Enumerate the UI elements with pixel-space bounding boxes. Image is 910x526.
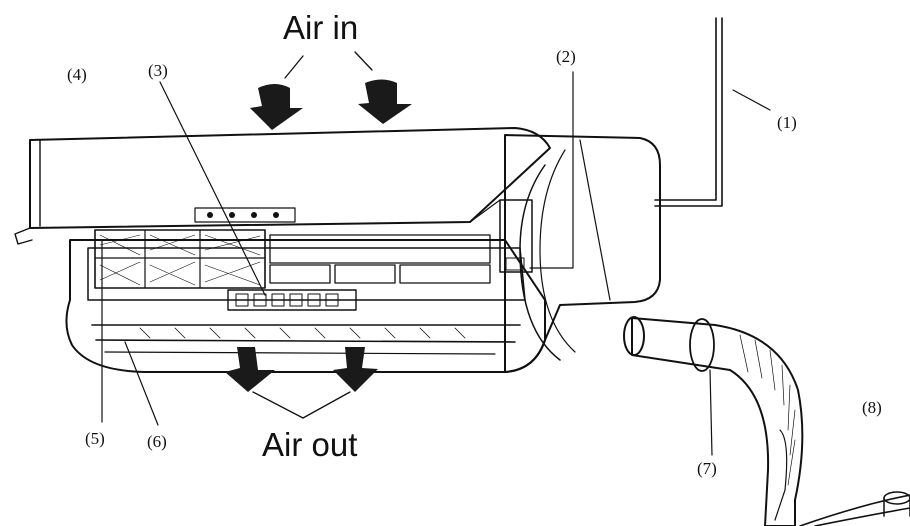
callout-8: (8) — [862, 398, 882, 417]
callout-2: (2) — [556, 47, 576, 66]
leader-lines — [101, 71, 771, 456]
callout-5: (5) — [85, 429, 105, 448]
air-out-label: Air out — [262, 426, 357, 463]
control-panel — [227, 289, 357, 311]
air-in-arrows — [250, 51, 412, 130]
front-panel — [14, 127, 551, 245]
bottom-pipe — [799, 491, 910, 526]
drain-hose — [623, 316, 804, 526]
air-in-arrow-right — [358, 79, 412, 124]
air-in-label: Air in — [283, 9, 358, 46]
callout-4: (4) — [67, 65, 87, 84]
air-in-arrow-left — [250, 84, 303, 130]
inner-panels — [269, 234, 491, 284]
air-out-arrows — [225, 347, 378, 419]
power-cord — [654, 17, 723, 207]
callout-1: (1) — [777, 113, 797, 132]
outlet-louver — [91, 324, 521, 355]
callout-7: (7) — [697, 459, 717, 478]
air-out-arrow-right — [333, 347, 378, 392]
terminal-box — [499, 199, 533, 273]
callout-6: (6) — [147, 432, 167, 451]
air-filter — [94, 229, 266, 289]
indicator-strip — [194, 207, 296, 223]
air-out-arrow-left — [225, 347, 275, 392]
callout-3: (3) — [148, 61, 168, 80]
indoor-unit-body — [65, 134, 661, 373]
